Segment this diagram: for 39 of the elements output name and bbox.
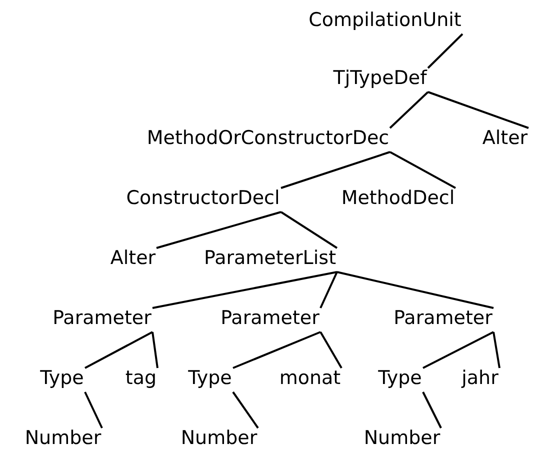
tree-node-label: Number — [362, 426, 442, 450]
tree-node-label: Parameter — [220, 306, 320, 330]
tree-node-label: tag — [124, 366, 158, 390]
tree-node-label: Number — [180, 426, 258, 450]
tree-branch-line — [232, 391, 259, 429]
tree-node-label: Type — [39, 366, 85, 390]
tree-branch-line — [422, 392, 442, 428]
tree-node-label: Alter — [481, 126, 529, 150]
tree-branch-line — [152, 271, 338, 309]
tree-branch-line — [389, 91, 429, 129]
tree-node-label: monat — [278, 366, 342, 390]
tree-branch-line — [427, 33, 464, 69]
tree-branch-line — [492, 332, 500, 368]
tree-node-label: Parameter — [392, 306, 494, 330]
tree-node-label: TjTypeDef — [332, 66, 428, 90]
tree-branch-line — [422, 331, 494, 369]
tree-node-label: Parameter — [52, 306, 152, 330]
tree-node-label: Type — [377, 366, 423, 390]
tree-branch-line — [156, 211, 282, 249]
tree-node-label: MethodDecl — [340, 186, 456, 210]
tree-branch-line — [320, 272, 338, 308]
tree-node-label: jahr — [460, 366, 500, 390]
tree-branch-line — [336, 271, 494, 309]
tree-branch-line — [84, 392, 103, 428]
tree-node-label: Alter — [109, 246, 157, 270]
tree-node-label: Type — [187, 366, 233, 390]
tree-branch-line — [280, 211, 338, 249]
tree-branch-line — [280, 151, 390, 189]
tree-branch-line — [428, 91, 529, 129]
tree-node-label: ParameterList — [202, 246, 338, 270]
tree-node-label: MethodOrConstructorDec — [146, 126, 390, 150]
tree-node-label: ConstructorDecl — [125, 186, 281, 210]
tree-branch-line — [320, 332, 342, 368]
tree-branch-line — [84, 331, 153, 369]
tree-branch-line — [232, 331, 321, 369]
tree-branch-line — [390, 151, 456, 189]
tree-node-label: Number — [24, 426, 102, 450]
tree-branch-line — [152, 332, 158, 368]
tree-node-label: CompilationUnit — [308, 8, 462, 32]
